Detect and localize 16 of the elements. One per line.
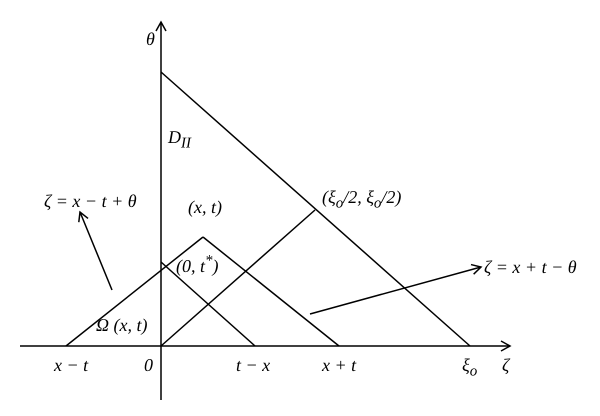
tick-label: 0	[144, 356, 153, 374]
region-label: D$_{II}$	[168, 128, 191, 152]
leader-arrow	[78, 211, 113, 290]
equation-label: ζ = x − t + θ	[44, 192, 137, 210]
tick-label: x + t	[322, 356, 356, 374]
point-label: (x, t)	[188, 198, 222, 216]
point-label: (0, t$^{*}$)	[176, 254, 218, 275]
axis-label: θ	[146, 30, 155, 48]
equation-label: ζ = x + t − θ	[484, 258, 577, 276]
tick-label: t − x	[236, 356, 270, 374]
axis-label: ζ	[502, 356, 510, 374]
point-label: (ξ$_{o}$/2, ξ$_{o}$/2)	[322, 188, 402, 212]
region-label: Ω (x, t)	[96, 316, 148, 334]
leader-arrow	[310, 264, 482, 315]
tick-label: x − t	[54, 356, 88, 374]
tick-label: ξ$_{o}$	[462, 356, 478, 380]
